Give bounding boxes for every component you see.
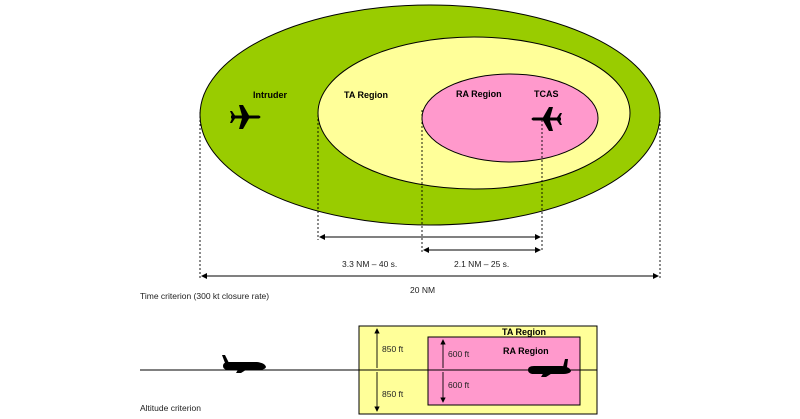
alt-ta-region-label: TA Region: [502, 327, 546, 337]
ta-distance-label: 3.3 NM – 40 s.: [342, 259, 397, 269]
intruder-side-airplane-icon: [222, 355, 266, 373]
total-distance-label: 20 NM: [410, 285, 435, 295]
ta-above-label: 850 ft: [382, 344, 404, 354]
ta-region-label: TA Region: [344, 90, 388, 100]
drop-lines: [199, 110, 661, 278]
ra-zone: [421, 73, 599, 163]
ra-distance-label: 2.1 NM – 25 s.: [454, 259, 509, 269]
intruder-label: Intruder: [253, 90, 287, 100]
time-criterion-caption: Time criterion (300 kt closure rate): [140, 291, 269, 301]
ra-above-label: 600 ft: [448, 349, 470, 359]
intruder-airplane-icon: [230, 105, 261, 129]
tcas-airplane-icon: [531, 107, 562, 131]
altitude-criterion-caption: Altitude criterion: [140, 403, 201, 413]
alt-ra-region-label: RA Region: [503, 346, 549, 356]
ra-region-label: RA Region: [456, 89, 502, 99]
ta-below-label: 850 ft: [382, 389, 404, 399]
tcas-side-airplane-icon: [528, 359, 571, 377]
ra-below-label: 600 ft: [448, 380, 470, 390]
tcas-label: TCAS: [534, 89, 559, 99]
